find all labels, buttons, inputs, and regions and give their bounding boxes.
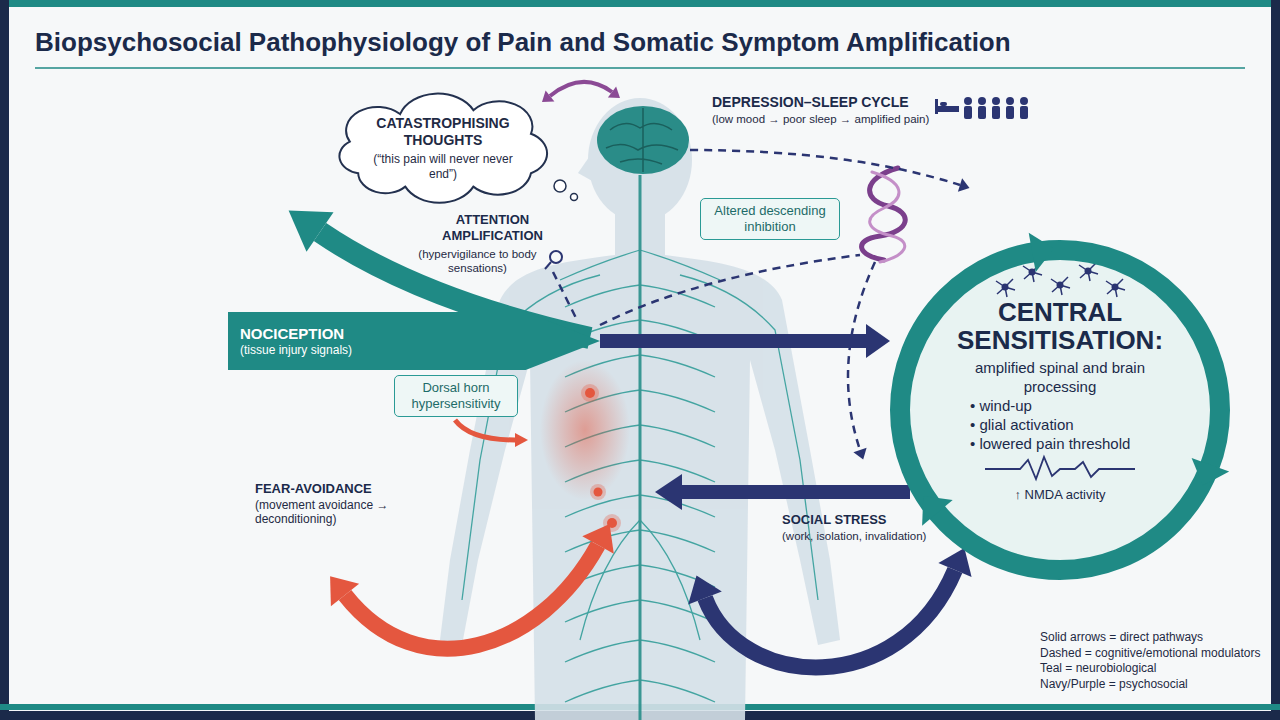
- node-text: (“this pain will never never end”): [362, 152, 524, 182]
- dorsal-horn-arrow: [455, 420, 528, 447]
- node-text: Dorsal horn hypersensitivity: [403, 380, 509, 412]
- social-stress-loop: [688, 548, 971, 667]
- title-holder: Biopsychosocial Pathophysiology of Pain …: [35, 27, 1011, 57]
- label-holder: (hypervigilance to body sensations): [410, 247, 545, 275]
- legend-row: Solid arrows = direct pathways: [1040, 630, 1260, 646]
- annotation-label: (hypervigilance to body sensations): [410, 247, 545, 275]
- annotation-label: DEPRESSION–SLEEP CYCLE: [712, 94, 909, 111]
- connector-arrow: [600, 324, 890, 358]
- node-text: CATASTROPHISING THOUGHTS: [362, 115, 524, 149]
- pain-sites: [540, 360, 630, 532]
- thought-cloud: CATASTROPHISING THOUGHTS(“this pain will…: [332, 92, 554, 204]
- circle-outline: [890, 240, 1230, 580]
- annotation-label: (movement avoidance → deconditioning): [255, 498, 395, 526]
- node-text: • lowered pain threshold: [970, 434, 1150, 453]
- node-text: ↑ NMDA activity: [1014, 487, 1105, 503]
- annotation-label: FEAR-AVOIDANCE: [255, 481, 372, 497]
- legend-row: Navy/Purple = psychosocial: [1040, 677, 1260, 693]
- central-circle: CENTRAL SENSITISATION: amplified spinal a…: [890, 240, 1230, 580]
- fear-avoidance-loop: [330, 524, 614, 649]
- node-text: CENTRAL SENSITISATION:: [942, 298, 1178, 354]
- label-holder: ATTENTION AMPLIFICATION: [430, 212, 555, 244]
- legend: Solid arrows = direct pathwaysDashed = c…: [1040, 630, 1260, 692]
- process-box: Dorsal horn hypersensitivity: [394, 375, 518, 417]
- annotation-label: (low mood → poor sleep → amplified pain): [712, 112, 929, 126]
- label-holder: SOCIAL STRESS: [782, 512, 887, 528]
- node-text: Altered descending inhibition: [709, 203, 831, 235]
- legend-text: Navy/Purple = psychosocial: [1040, 677, 1188, 691]
- sleep-icons: [935, 97, 1028, 119]
- process-box: Altered descending inhibition: [700, 198, 840, 240]
- thought-link: [542, 82, 620, 201]
- annotation-label: SOCIAL STRESS: [782, 512, 887, 528]
- label-holder: (low mood → poor sleep → amplified pain): [712, 112, 929, 126]
- dashed-heads: [853, 178, 969, 459]
- annotation-label: ATTENTION AMPLIFICATION: [430, 212, 555, 244]
- label-holder: (movement avoidance → deconditioning): [255, 498, 395, 526]
- cloud-outline: [332, 92, 554, 204]
- node-text: • wind-up: [970, 396, 1150, 415]
- annotation-label: (work, isolation, invalidation): [782, 529, 926, 543]
- node-text: (tissue injury signals): [240, 343, 352, 358]
- diagram-title: Biopsychosocial Pathophysiology of Pain …: [35, 27, 1011, 57]
- legend-row: Teal = neurobiological: [1040, 661, 1260, 677]
- connector-line: [600, 334, 870, 348]
- label-holder: FEAR-AVOIDANCE: [255, 481, 372, 497]
- helix: [862, 168, 906, 262]
- legend-text: Solid arrows = direct pathways: [1040, 630, 1203, 644]
- return-arrow: [655, 474, 910, 510]
- ecg-trace: [985, 457, 1135, 479]
- magnifier-icon: [545, 251, 562, 269]
- legend-text: Dashed = cognitive/emotional modulators: [1040, 646, 1260, 660]
- node-text: amplified spinal and brain processing: [965, 358, 1155, 396]
- legend-text: Teal = neurobiological: [1040, 661, 1156, 675]
- arrowhead: [866, 324, 890, 358]
- central-circle-fill: [900, 250, 1220, 570]
- legend-row: Dashed = cognitive/emotional modulators: [1040, 646, 1260, 662]
- label-holder: (work, isolation, invalidation): [782, 529, 926, 543]
- input-arrow-band: NOCICEPTION(tissue injury signals): [228, 312, 600, 370]
- node-text: NOCICEPTION: [240, 325, 344, 343]
- brain: [597, 106, 689, 174]
- node-text: • glial activation: [970, 415, 1150, 434]
- label-holder: DEPRESSION–SLEEP CYCLE: [712, 94, 909, 111]
